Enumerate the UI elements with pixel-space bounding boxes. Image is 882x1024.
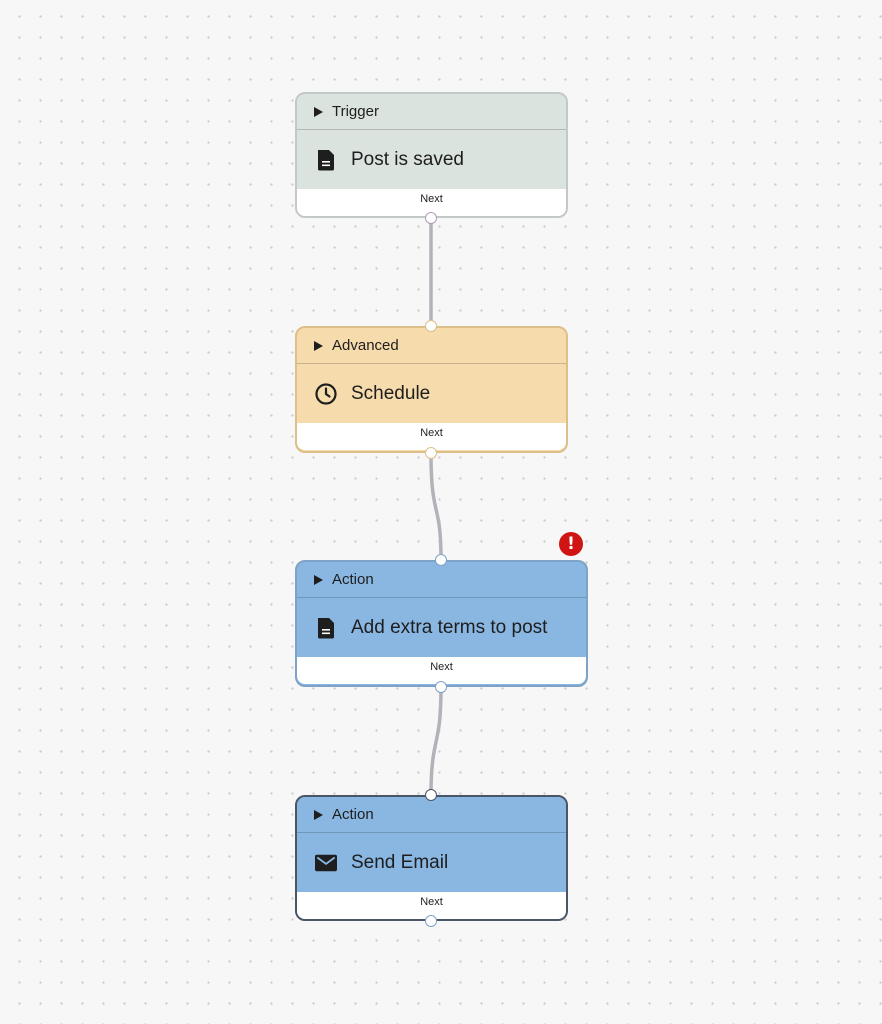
connection-add-terms-to-send-email: [429, 686, 443, 796]
node-footer-label: Next: [297, 892, 566, 919]
node-title: Add extra terms to post: [351, 616, 548, 638]
expand-triangle-icon[interactable]: [314, 106, 323, 117]
trigger-node[interactable]: Trigger Post is saved Next: [295, 92, 568, 218]
node-category-label: Advanced: [332, 337, 399, 354]
connection-schedule-to-add-terms: [429, 452, 443, 561]
envelope-icon: [315, 852, 337, 874]
expand-triangle-icon[interactable]: [314, 340, 323, 351]
add-terms-input-handle[interactable]: [435, 554, 447, 566]
node-title: Send Email: [351, 851, 449, 873]
document-icon: [315, 617, 337, 639]
schedule-input-handle[interactable]: [425, 320, 437, 332]
node-header[interactable]: Advanced: [297, 328, 566, 364]
document-icon: [315, 149, 337, 171]
add-extra-terms-node[interactable]: Action Add extra terms to post Next: [295, 560, 588, 687]
node-body[interactable]: Add extra terms to post: [297, 598, 586, 657]
node-title: Post is saved: [351, 148, 464, 170]
node-header[interactable]: Action: [297, 797, 566, 833]
node-category-label: Trigger: [332, 103, 379, 120]
node-body[interactable]: Schedule: [297, 364, 566, 423]
node-header[interactable]: Trigger: [297, 94, 566, 130]
schedule-node[interactable]: Advanced Schedule Next: [295, 326, 568, 453]
expand-triangle-icon[interactable]: [314, 574, 323, 585]
add-terms-output-handle[interactable]: [435, 681, 447, 693]
send-email-output-handle[interactable]: [425, 915, 437, 927]
node-footer-label: Next: [297, 423, 566, 450]
error-alert-icon[interactable]: !: [559, 532, 583, 556]
schedule-output-handle[interactable]: [425, 447, 437, 459]
node-body[interactable]: Post is saved: [297, 130, 566, 189]
node-category-label: Action: [332, 806, 374, 823]
send-email-node[interactable]: Action Send Email Next: [295, 795, 568, 921]
node-title: Schedule: [351, 382, 431, 404]
node-body[interactable]: Send Email: [297, 833, 566, 892]
expand-triangle-icon[interactable]: [314, 809, 323, 820]
node-header[interactable]: Action: [297, 562, 586, 598]
trigger-output-handle[interactable]: [425, 212, 437, 224]
node-footer-label: Next: [297, 657, 586, 684]
node-footer-label: Next: [297, 189, 566, 216]
clock-icon: [315, 382, 337, 405]
node-category-label: Action: [332, 571, 374, 588]
send-email-input-handle[interactable]: [425, 789, 437, 801]
